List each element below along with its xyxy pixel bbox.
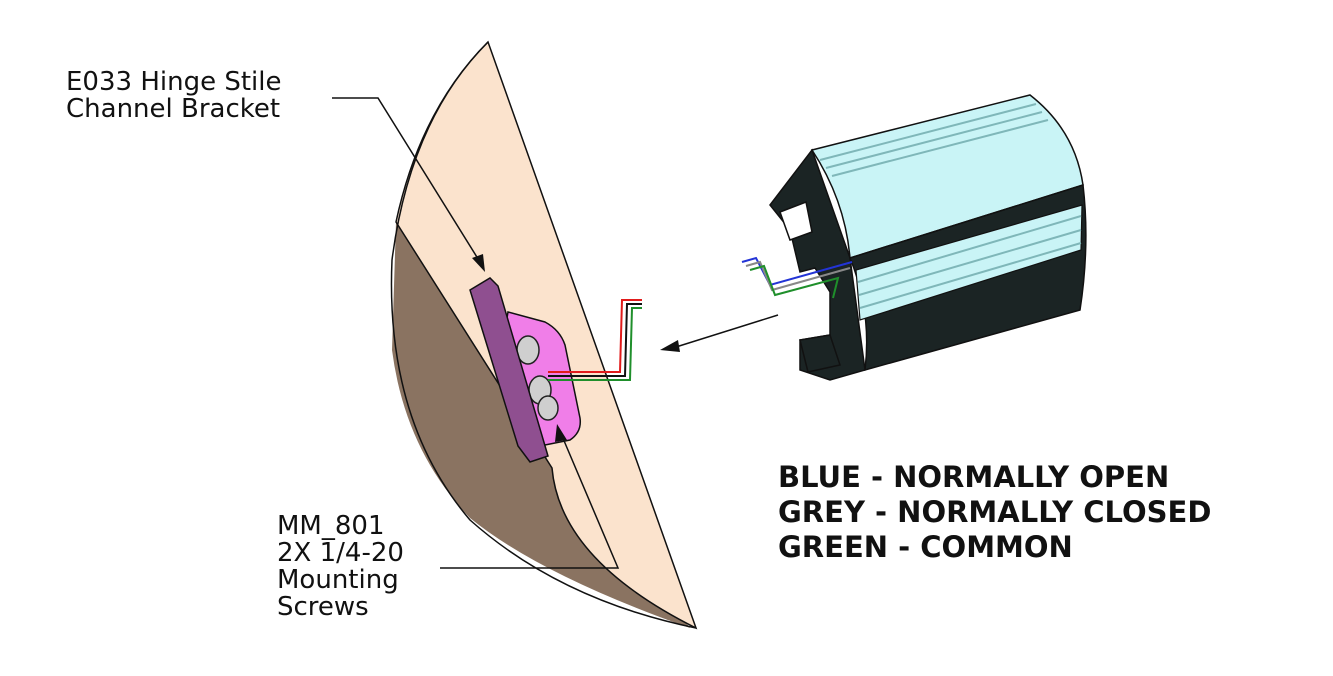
legend-blue: BLUE - NORMALLY OPEN xyxy=(778,460,1170,494)
door-outline xyxy=(390,41,697,629)
door-edge-shading xyxy=(392,222,690,628)
legend-grey: GREY - NORMALLY CLOSED xyxy=(778,495,1212,529)
screws-callout-line-1: MM_801 xyxy=(277,511,385,541)
screws-callout-line-2: 2X 1/4-20 xyxy=(277,538,404,568)
channel-top-ribs xyxy=(819,103,1049,177)
bracket-callout: E033 Hinge Stile Channel Bracket xyxy=(66,69,281,123)
screws-callout-line-4: Screws xyxy=(277,592,369,622)
channel-slot-light xyxy=(779,200,813,241)
screws-callout-line-3: Mounting xyxy=(277,565,399,595)
channel-wires xyxy=(741,256,853,299)
hinge-stile-bracket xyxy=(469,277,549,463)
door-wires xyxy=(548,299,642,381)
channel-slot-lower xyxy=(799,334,841,373)
screws-callout: MM_801 2X 1/4-20 Mounting Screws xyxy=(277,513,404,621)
wire-color-legend: BLUE - NORMALLY OPEN GREY - NORMALLY CLO… xyxy=(778,460,1211,565)
screws-leader xyxy=(440,424,620,569)
bracket-leader xyxy=(332,97,485,272)
channel-assembly xyxy=(769,94,1087,381)
bracket-callout-line-2: Channel Bracket xyxy=(66,94,281,124)
legend-green: GREEN - COMMON xyxy=(778,530,1073,564)
channel-mid-ribs xyxy=(857,215,1082,309)
insertion-arrow xyxy=(660,314,779,352)
bracket-callout-line-1: E033 Hinge Stile xyxy=(66,67,282,97)
